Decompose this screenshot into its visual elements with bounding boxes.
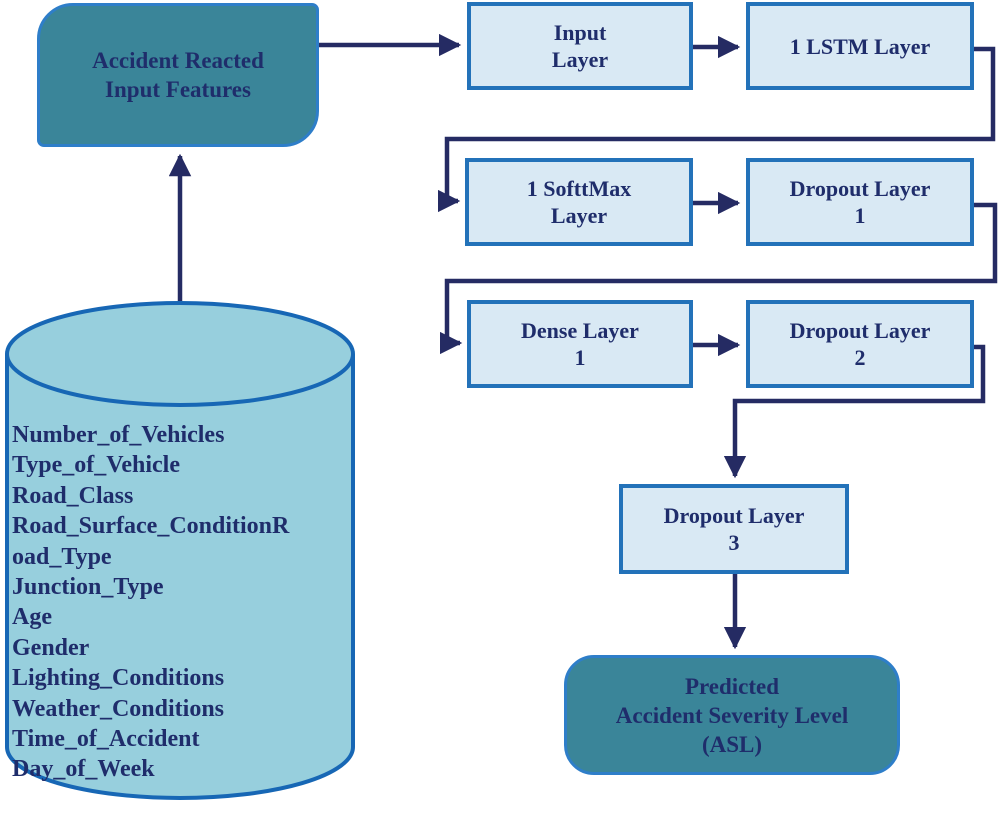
feature-item: Lighting_Conditions bbox=[12, 665, 225, 692]
node-label-line: Layer bbox=[551, 47, 609, 72]
node-label-line: Dropout Layer bbox=[789, 176, 931, 201]
feature-item: Road_Class bbox=[12, 482, 134, 509]
arrow-dropout2-to-dropout3 bbox=[723, 344, 986, 479]
feature-item: Age bbox=[12, 604, 52, 631]
arrow-lstm-to-softmax bbox=[437, 46, 996, 213]
node-label-line: 3 bbox=[728, 530, 740, 555]
node-label-line: 1 LSTM Layer bbox=[789, 33, 931, 59]
node-label-line: Layer bbox=[550, 203, 608, 228]
node-dropout-layer-1: Dropout Layer 1 bbox=[746, 158, 974, 246]
node-label-line: Dropout Layer bbox=[789, 318, 931, 343]
feature-item: Type_of_Vehicle bbox=[12, 452, 180, 479]
database-cylinder bbox=[5, 301, 355, 800]
node-dense-layer-1: Dense Layer 1 bbox=[467, 300, 693, 388]
node-label-line: Dropout Layer bbox=[663, 503, 805, 528]
node-label-line: Dense Layer bbox=[521, 318, 639, 343]
node-label-line: 1 bbox=[574, 345, 586, 370]
feature-item: Junction_Type bbox=[12, 574, 164, 601]
node-accident-reacted-input-features: Accident Reacted Input Features bbox=[37, 3, 319, 147]
node-input-layer: Input Layer bbox=[467, 2, 693, 90]
node-dropout-layer-3: Dropout Layer 3 bbox=[619, 484, 849, 574]
node-label-line: Input Features bbox=[105, 77, 251, 102]
feature-item: oad_Type bbox=[12, 543, 112, 570]
feature-item: Gender bbox=[12, 634, 90, 661]
node-label-line: Input bbox=[553, 20, 607, 45]
feature-item: Number_of_Vehicles bbox=[12, 422, 225, 448]
node-label-line: 1 bbox=[854, 203, 866, 228]
arrow-dropout1-to-dense1 bbox=[439, 202, 998, 355]
node-dropout-layer-2: Dropout Layer 2 bbox=[746, 300, 974, 388]
feature-item: Weather_Conditions bbox=[12, 695, 225, 722]
node-softmax-layer: 1 SofttMax Layer bbox=[465, 158, 693, 246]
node-label-line: Accident Reacted bbox=[92, 48, 264, 73]
node-label-line: 2 bbox=[854, 345, 866, 370]
node-label-line: Accident Severity Level bbox=[615, 702, 849, 728]
node-predicted-asl: Predicted Accident Severity Level (ASL) bbox=[564, 655, 900, 775]
database-feature-list: Number_of_Vehicles Type_of_Vehicle Road_… bbox=[12, 420, 352, 785]
feature-item: Day_of_Week bbox=[12, 756, 155, 783]
node-label-line: 1 SofttMax bbox=[526, 176, 632, 201]
feature-item: Road_Surface_ConditionR bbox=[12, 513, 290, 540]
feature-item: Time_of_Accident bbox=[12, 726, 200, 753]
node-lstm-layer: 1 LSTM Layer bbox=[746, 2, 974, 90]
node-label-line: Predicted bbox=[684, 673, 780, 699]
node-label-line: (ASL) bbox=[701, 731, 763, 757]
